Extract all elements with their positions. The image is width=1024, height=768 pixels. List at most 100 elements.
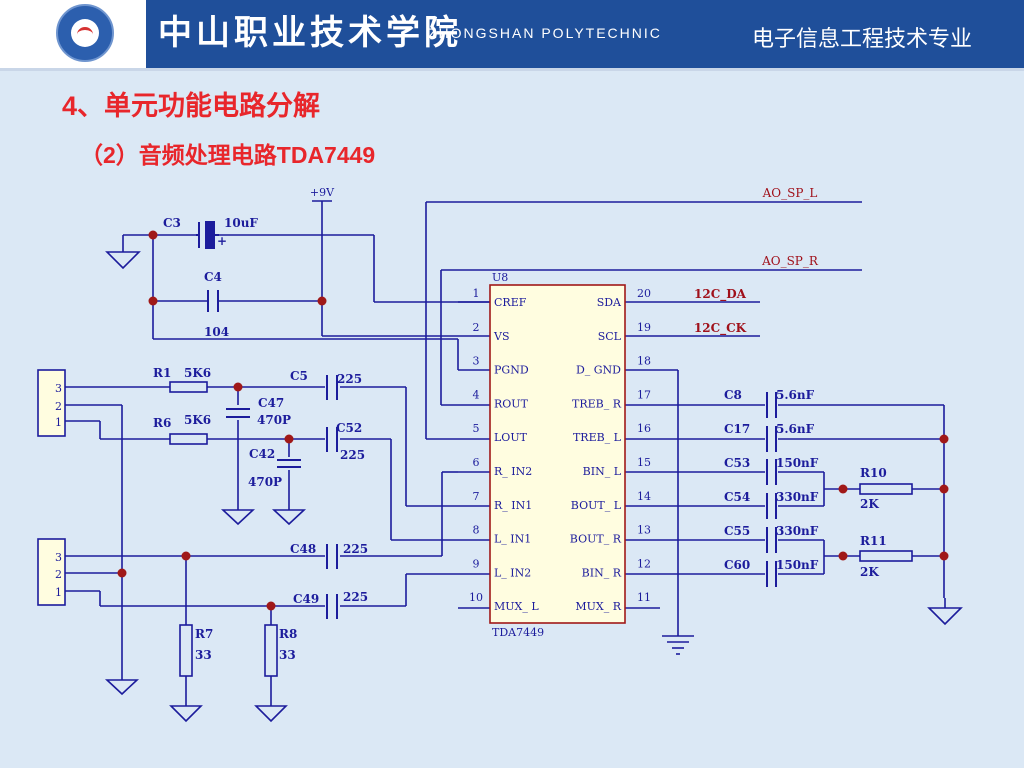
ic-right-pin-num: 16 bbox=[637, 422, 651, 435]
net-12c-ck: 12C_CK bbox=[694, 321, 747, 336]
c42-ref: C42 bbox=[249, 447, 275, 461]
ic-right-pin-name: MUX_ R bbox=[575, 600, 621, 613]
r7-value: 33 bbox=[195, 648, 212, 662]
ic-left-pin-num: 9 bbox=[473, 557, 480, 570]
connector-bottom-pin-3: 3 bbox=[55, 551, 62, 564]
c8-ref: C8 bbox=[724, 388, 742, 402]
c3-ref: C3 bbox=[163, 216, 181, 230]
r11-value: 2K bbox=[860, 565, 879, 579]
connector-bottom-pin-2: 2 bbox=[55, 568, 62, 581]
ic-left-pin-num: 2 bbox=[473, 321, 480, 334]
c60-ref: C60 bbox=[724, 558, 750, 572]
c5-value: 225 bbox=[337, 372, 362, 386]
ic-left-pin-name: PGND bbox=[494, 364, 529, 377]
c4-ref: C4 bbox=[204, 270, 222, 284]
ic-right-pin-num: 11 bbox=[637, 591, 651, 604]
ic-left-pin-num: 7 bbox=[473, 490, 480, 503]
ic-left-pin-name: L_ IN2 bbox=[494, 566, 531, 579]
major-name: 电子信息工程技术专业 bbox=[751, 26, 972, 51]
c52-ref: C52 bbox=[336, 421, 362, 435]
ic-part: TDA7449 bbox=[492, 626, 544, 639]
ic-left-pin-name: CREF bbox=[494, 296, 527, 309]
ic-right-pin-name: SCL bbox=[598, 330, 622, 343]
c54-value: 330nF bbox=[776, 490, 819, 504]
ic-right-pin-name: D_ GND bbox=[576, 364, 621, 377]
c60-value: 150nF bbox=[776, 558, 819, 572]
ic-right-pin-num: 19 bbox=[637, 321, 651, 334]
supply-label: +9V bbox=[310, 186, 335, 199]
c53-ref: C53 bbox=[724, 456, 750, 470]
school-name-en: ZHONGSHAN POLYTECHNIC bbox=[428, 25, 662, 41]
ic-left-pin-num: 8 bbox=[473, 524, 480, 537]
connector-top-pin-2: 2 bbox=[55, 400, 62, 413]
ic-right-pin-name: BIN_ L bbox=[583, 465, 622, 478]
school-name-cn: 中山职业技术学院 bbox=[158, 13, 462, 53]
r6-value: 5K6 bbox=[184, 413, 211, 427]
ic-left-pin-name: LOUT bbox=[494, 431, 528, 444]
ic-right-pin-name: BOUT_ L bbox=[571, 499, 622, 512]
r1-ref: R1 bbox=[153, 366, 171, 380]
ic-ref: U8 bbox=[492, 271, 508, 284]
r6-ref: R6 bbox=[153, 416, 171, 430]
c8-value: 5.6nF bbox=[776, 388, 815, 402]
c54-ref: C54 bbox=[724, 490, 750, 504]
r11-ref: R11 bbox=[860, 534, 887, 548]
c47-ref: C47 bbox=[258, 396, 284, 410]
ic-left-pin-name: R_ IN2 bbox=[494, 465, 532, 478]
c49-ref: C49 bbox=[293, 592, 319, 606]
r10-ref: R10 bbox=[860, 466, 887, 480]
ic-right-pin-name: BIN_ R bbox=[582, 566, 622, 579]
school-logo-icon bbox=[56, 4, 114, 62]
c17-value: 5.6nF bbox=[776, 422, 815, 436]
ic-left-pin-num: 10 bbox=[469, 591, 483, 604]
c55-ref: C55 bbox=[724, 524, 750, 538]
ic-left-pin-num: 4 bbox=[473, 388, 480, 401]
ic-left-pin-name: L_ IN1 bbox=[494, 533, 531, 546]
c47-value: 470P bbox=[257, 413, 291, 427]
ic-right-pin-name: TREB_ L bbox=[573, 431, 622, 444]
c42-value: 470P bbox=[248, 475, 282, 489]
r7-ref: R7 bbox=[195, 627, 213, 641]
net-ao-sp-l: AO_SP_L bbox=[762, 186, 818, 200]
ic-right-pin-num: 14 bbox=[637, 490, 651, 503]
r8-value: 33 bbox=[279, 648, 296, 662]
ic-right-pin-num: 12 bbox=[637, 557, 651, 570]
c48-ref: C48 bbox=[290, 542, 316, 556]
c4-value: 104 bbox=[204, 325, 229, 339]
net-12c-da: 12C_DA bbox=[694, 287, 747, 302]
c49-value: 225 bbox=[343, 590, 368, 604]
connector-top-pin-1: 1 bbox=[55, 416, 62, 429]
svg-text:+: + bbox=[217, 234, 227, 248]
input-connector-bottom bbox=[37, 538, 66, 606]
ic-left-pin-name: R_ IN1 bbox=[494, 499, 532, 512]
section-title: 4、单元功能电路分解 bbox=[62, 91, 321, 121]
header-divider bbox=[0, 68, 1024, 71]
r8-ref: R8 bbox=[279, 627, 297, 641]
ic-left-pin-name: VS bbox=[493, 330, 509, 343]
sub-title: （2）音频处理电路TDA7449 bbox=[80, 142, 376, 168]
c53-value: 150nF bbox=[776, 456, 819, 470]
ic-left-pin-num: 5 bbox=[473, 422, 480, 435]
ic-left-pin-name: MUX_ L bbox=[494, 600, 539, 613]
connector-bottom-pin-1: 1 bbox=[55, 586, 62, 599]
logo-area bbox=[0, 0, 146, 68]
r10-value: 2K bbox=[860, 497, 879, 511]
ic-right-pin-num: 13 bbox=[637, 524, 651, 537]
ic-right-pin-num: 18 bbox=[637, 355, 651, 368]
c48-value: 225 bbox=[343, 542, 368, 556]
ic-right-pin-name: BOUT_ R bbox=[570, 533, 622, 546]
ic-u8-body bbox=[489, 284, 626, 624]
ic-right-pin-num: 17 bbox=[637, 388, 651, 401]
net-ao-sp-r: AO_SP_R bbox=[761, 254, 819, 268]
ic-right-pin-name: SDA bbox=[597, 296, 622, 309]
ic-right-pin-num: 15 bbox=[637, 456, 651, 469]
ic-right-pin-num: 20 bbox=[637, 287, 651, 300]
ic-right-pin-name: TREB_ R bbox=[572, 397, 622, 410]
c5-ref: C5 bbox=[290, 369, 308, 383]
c3-value: 10uF bbox=[224, 216, 258, 230]
c52-value: 225 bbox=[340, 448, 365, 462]
ic-left-pin-num: 3 bbox=[473, 355, 480, 368]
